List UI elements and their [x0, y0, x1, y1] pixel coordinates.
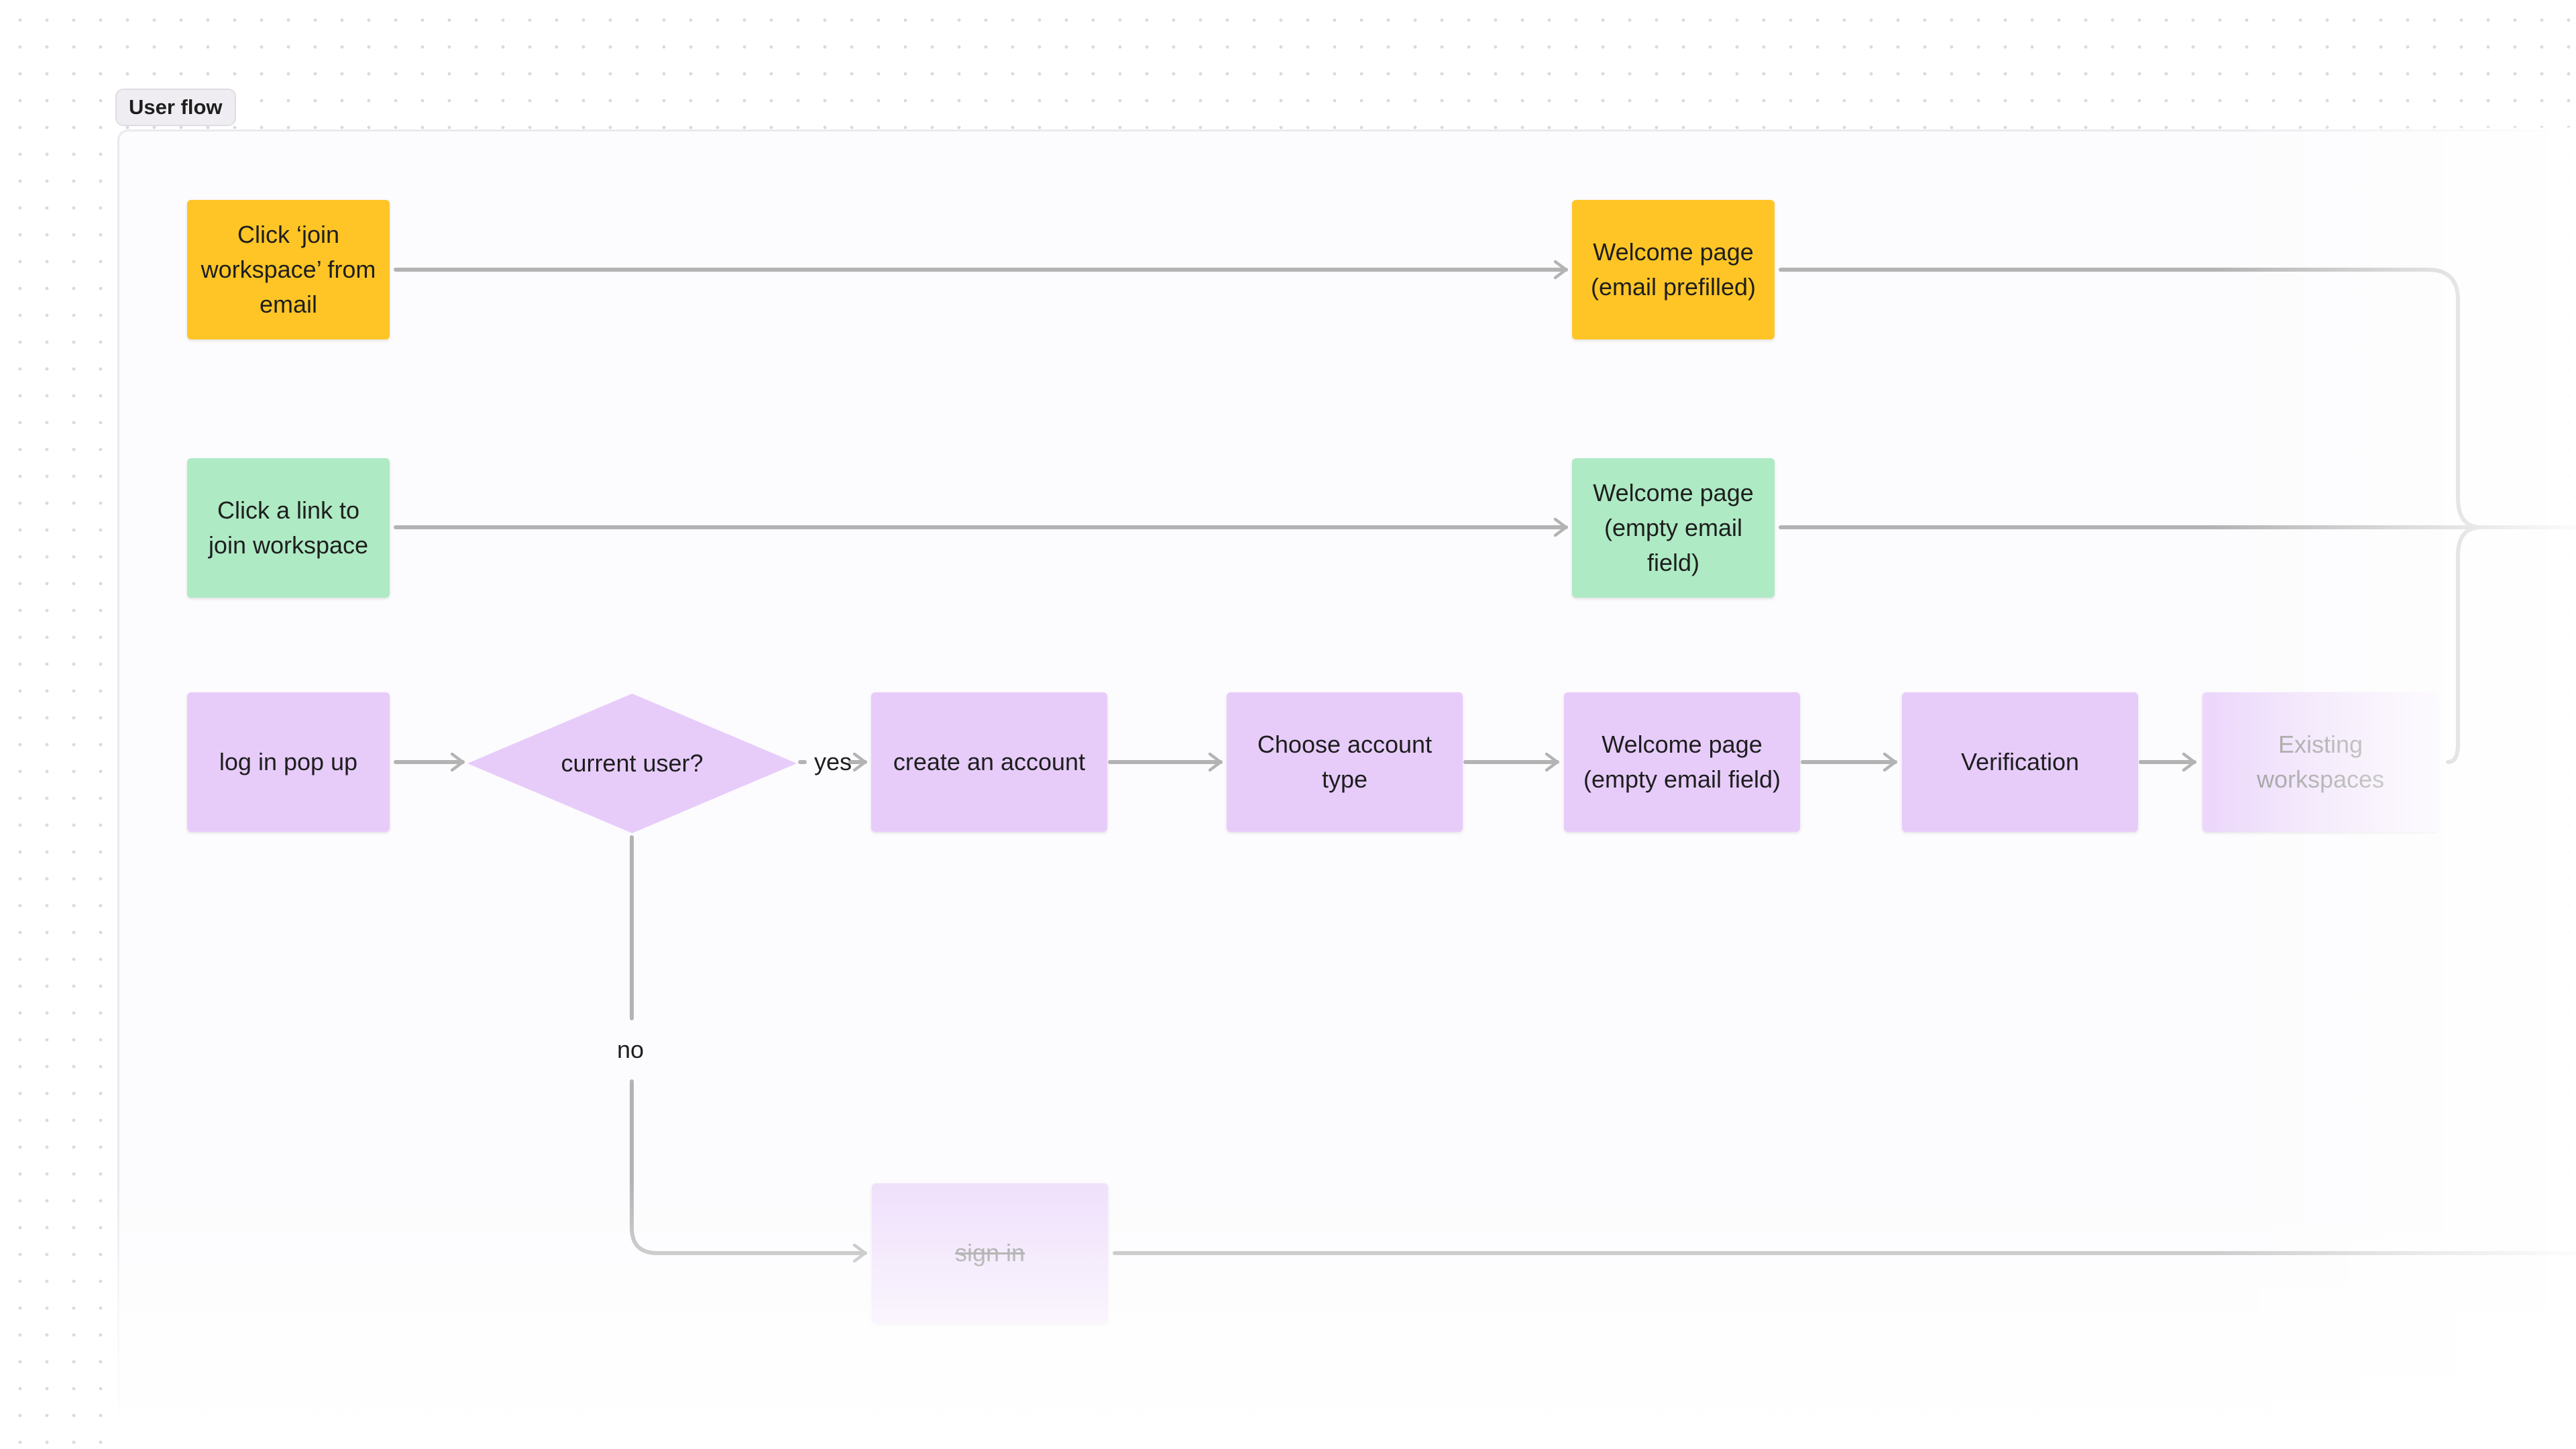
node-welcome-empty-top[interactable]: Welcome page (empty email field): [1572, 458, 1775, 598]
node-label: Click a link to join workspace: [208, 496, 369, 559]
node-label: Verification: [1960, 747, 2080, 775]
node-label: Welcome page (email prefilled): [1590, 237, 1756, 301]
node-label: Choose account type: [1257, 730, 1433, 793]
node-verification[interactable]: Verification: [1902, 692, 2138, 832]
node-label: Welcome page (empty email field): [1593, 478, 1754, 577]
section-label[interactable]: User flow: [115, 89, 236, 126]
node-login-popup[interactable]: log in pop up: [187, 692, 390, 832]
node-label: create an account: [893, 747, 1086, 775]
node-existing-workspaces[interactable]: Existing workspaces: [2202, 692, 2439, 832]
node-choose-account-type[interactable]: Choose account type: [1227, 692, 1463, 832]
node-label: Welcome page (empty email field): [1583, 730, 1781, 793]
edge-label-no: no: [617, 1036, 645, 1063]
edge-label-yes: yes: [814, 748, 852, 775]
node-label: Existing workspaces: [2256, 730, 2385, 793]
connector-no-branch-lower[interactable]: [630, 1079, 867, 1253]
connector-existing-merge[interactable]: [2446, 525, 2483, 764]
node-join-link[interactable]: Click a link to join workspace: [187, 458, 390, 598]
decision-label: current user?: [561, 749, 704, 777]
node-welcome-prefilled[interactable]: Welcome page (email prefilled): [1572, 200, 1775, 339]
node-join-from-email[interactable]: Click ‘join workspace’ from email: [187, 200, 390, 339]
connector-welcome-prefilled-merge[interactable]: [1779, 268, 2483, 529]
node-welcome-empty-row[interactable]: Welcome page (empty email field): [1564, 692, 1800, 832]
node-label: log in pop up: [219, 747, 358, 775]
node-create-account[interactable]: create an account: [871, 692, 1107, 832]
node-label: Click ‘join workspace’ from email: [201, 220, 376, 319]
decision-current-user[interactable]: [466, 692, 798, 835]
node-sign-in[interactable]: sign in: [872, 1183, 1108, 1323]
node-label: sign in: [954, 1238, 1025, 1267]
